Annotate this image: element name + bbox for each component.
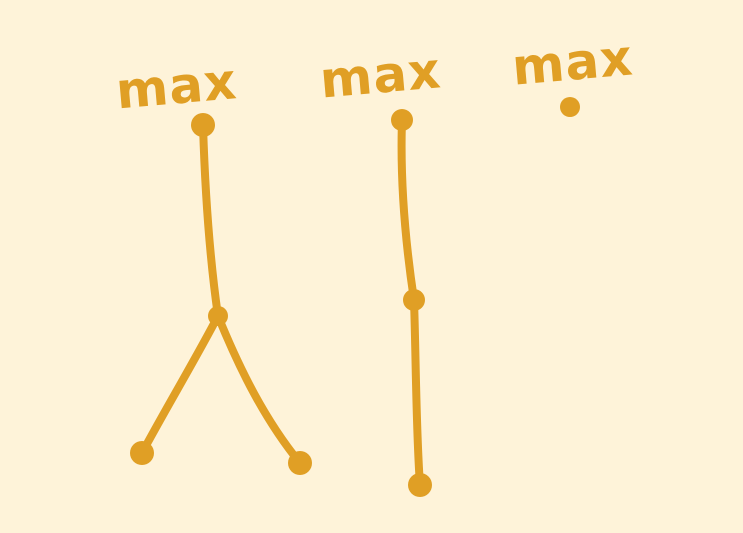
- tree-2: max: [318, 41, 444, 497]
- tree-1-edge-root-middle: [199, 121, 222, 320]
- tree-1-edge-middle-left: [138, 312, 222, 457]
- tree-2-label: max: [318, 41, 444, 109]
- tree-1-left-leaf-node: [130, 441, 154, 465]
- tree-3-single-node: [560, 97, 580, 117]
- tree-2-middle-node: [403, 289, 425, 311]
- tree-2-top-node: [391, 109, 413, 131]
- tree-1-right-leaf-node: [288, 451, 312, 475]
- tree-1-middle-node: [208, 306, 228, 326]
- tree-2-edge-top-middle: [397, 116, 418, 304]
- tree-2-bottom-node: [408, 473, 432, 497]
- tree-1: max: [114, 52, 312, 475]
- tree-1-label: max: [114, 52, 240, 120]
- tree-1-edge-middle-right: [214, 312, 304, 467]
- tree-1-root-node: [191, 113, 215, 137]
- tree-3: max: [510, 28, 636, 117]
- tree-2-edge-middle-bottom: [410, 296, 424, 489]
- tree-3-label: max: [510, 28, 636, 96]
